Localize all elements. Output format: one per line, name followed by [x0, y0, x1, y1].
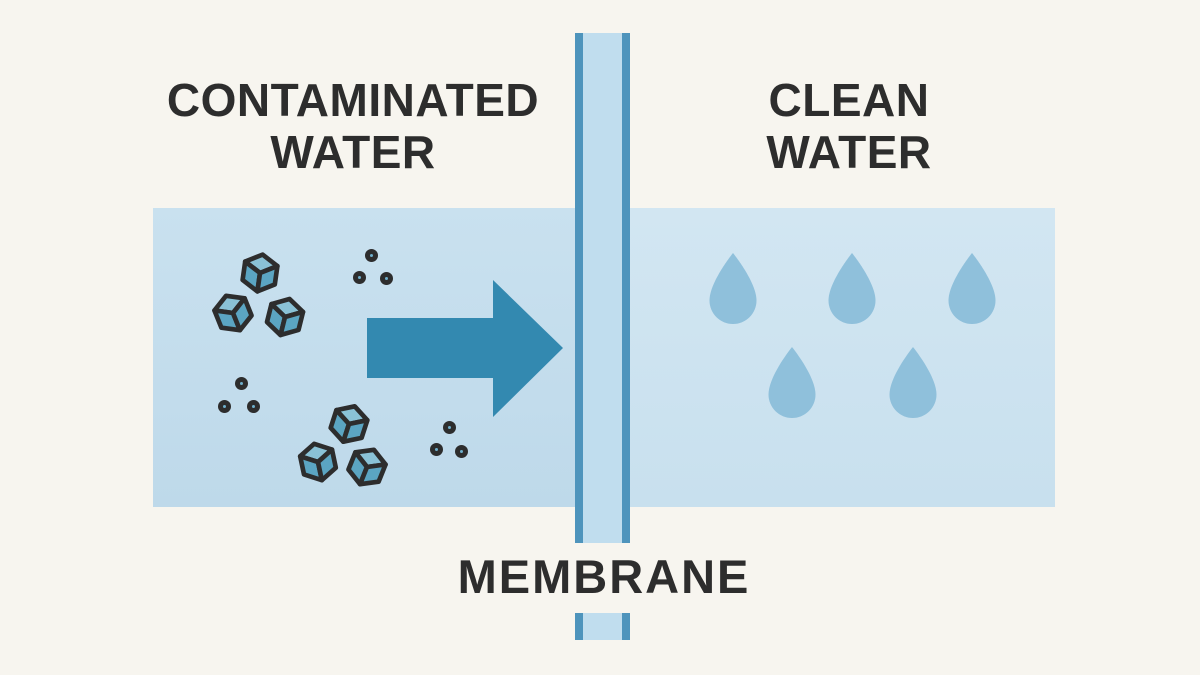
contaminated-water-label-line1: CONTAMINATED — [166, 74, 540, 126]
clean-water-label-line1: CLEAN — [768, 74, 930, 126]
membrane-strip-upper — [575, 33, 630, 543]
flow-arrow-icon — [367, 280, 563, 417]
contaminant-ring-icon — [352, 270, 366, 284]
water-drop-icon — [768, 347, 816, 418]
contaminant-ring-icon — [364, 248, 378, 262]
contaminant-cube-icon — [240, 252, 280, 294]
membrane-strip-lower — [575, 613, 630, 640]
water-drop-icon — [948, 253, 996, 324]
water-drop-icon — [709, 253, 757, 324]
contaminant-cube-icon — [328, 404, 370, 444]
contaminant-ring-icon — [234, 376, 248, 390]
contaminant-cube-icon — [297, 441, 339, 483]
contaminant-cube-icon — [346, 447, 388, 487]
contaminant-ring-icon — [442, 420, 456, 434]
water-drop-icon — [828, 253, 876, 324]
contaminant-ring-icon — [246, 399, 260, 413]
contaminated-water-label: CONTAMINATED WATER — [167, 74, 539, 178]
contaminated-water-label-line2: WATER — [270, 126, 436, 178]
contaminant-ring-icon — [379, 271, 393, 285]
clean-water-region — [604, 208, 1055, 507]
contaminant-ring-icon — [217, 399, 231, 413]
contaminant-ring-icon — [429, 442, 443, 456]
clean-water-label: CLEAN WATER — [766, 74, 931, 178]
water-drop-icon — [889, 347, 937, 418]
clean-water-label-line2: WATER — [766, 126, 932, 178]
contaminant-cube-icon — [212, 293, 254, 333]
membrane-label: MEMBRANE — [457, 550, 751, 603]
contaminant-cube-icon — [264, 296, 306, 338]
contaminant-ring-icon — [454, 444, 468, 458]
